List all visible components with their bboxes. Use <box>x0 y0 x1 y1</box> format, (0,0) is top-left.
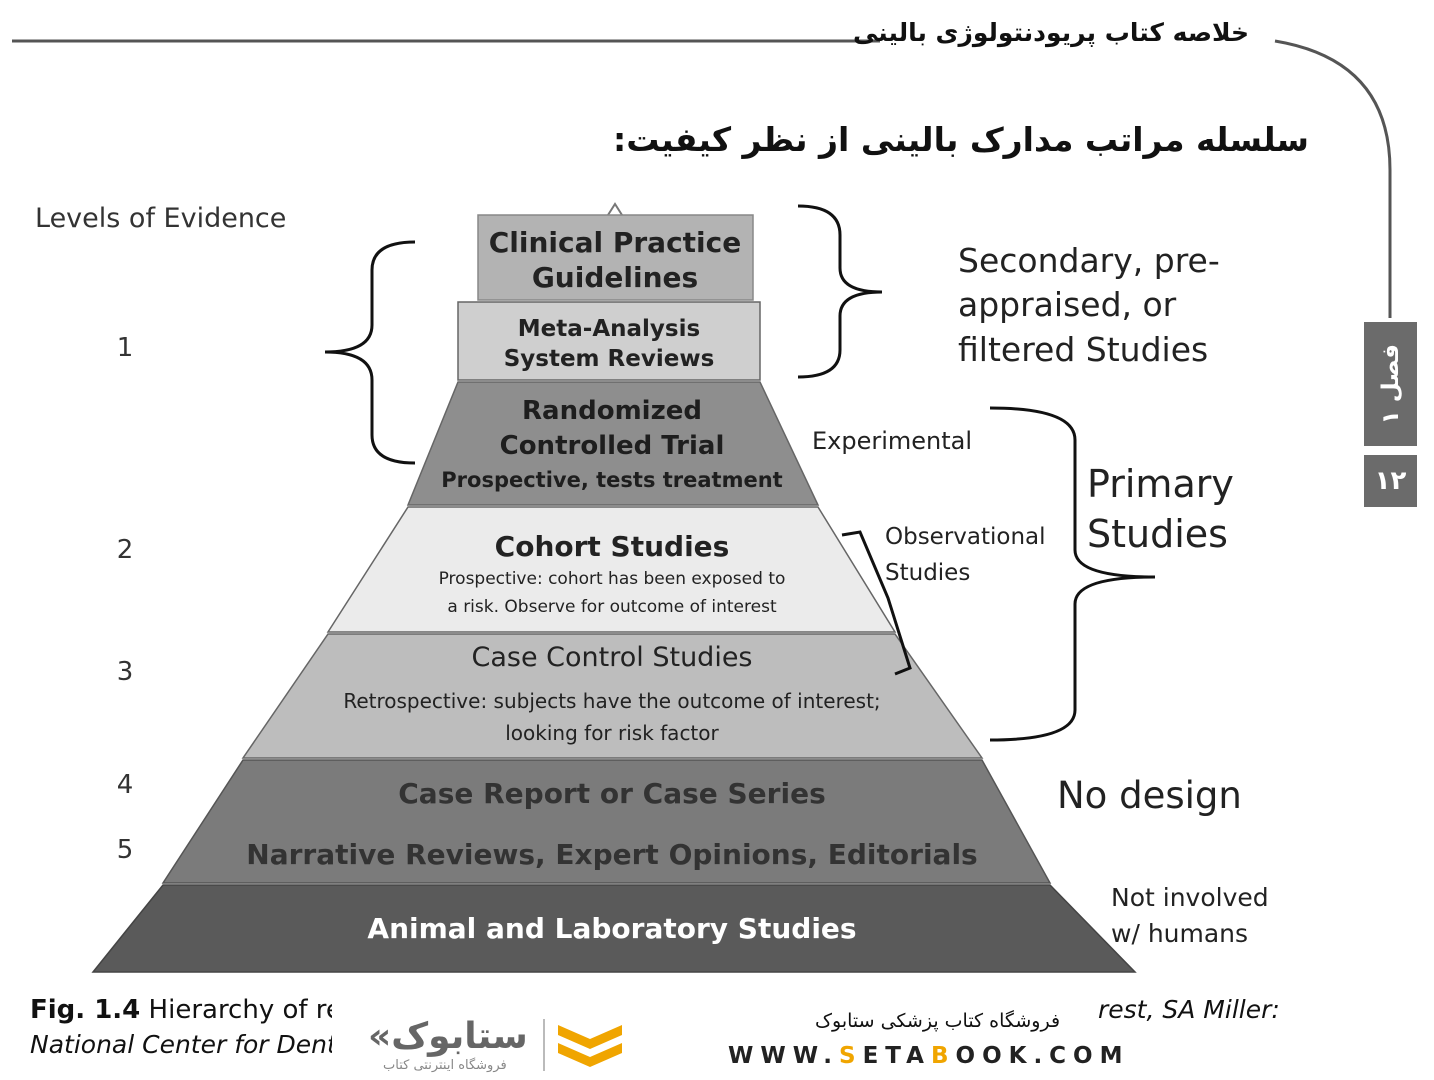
shop-url[interactable]: WWW.SETABOOK.COM <box>728 1043 1130 1069</box>
page-number: ۱۲ <box>1364 455 1417 507</box>
brace-secondary <box>797 204 883 379</box>
tier-label: Randomized <box>522 396 702 426</box>
secondary-label: Secondary, pre- <box>958 241 1220 280</box>
level-number: 3 <box>117 657 134 687</box>
tier-sublabel: Prospective: cohort has been exposed to <box>439 569 786 589</box>
setabook-logo: «ستابوک <box>368 1016 528 1057</box>
tier-animal <box>91 884 1137 973</box>
caption-text: Hierarchy of res <box>148 995 356 1025</box>
levels-heading: Levels of Evidence <box>35 203 286 234</box>
observational-label: Observational <box>885 524 1046 550</box>
url-part: B <box>930 1043 956 1069</box>
secondary-label: appraised, or <box>958 285 1177 324</box>
tier-sublabel: Retrospective: subjects have the outcome… <box>343 689 880 713</box>
shop-name: فروشگاه کتاب پزشکی ستابوک <box>815 1010 1061 1032</box>
primary-label: Primary <box>1087 462 1234 506</box>
url-part: OOK.COM <box>955 1043 1130 1069</box>
tier-rct <box>406 381 820 506</box>
tier-clinical-guidelines <box>477 214 754 301</box>
tier-label: Controlled Trial <box>500 431 725 461</box>
level-number: 4 <box>117 770 134 800</box>
tier-sublabel: looking for risk factor <box>505 721 719 745</box>
primary-label: Studies <box>1087 512 1228 556</box>
tier-label: Cohort Studies <box>495 530 730 563</box>
tier-label: Clinical Practice <box>489 226 742 259</box>
experimental-label: Experimental <box>812 427 972 455</box>
tier-cohort <box>326 506 897 633</box>
tier-label: Meta-Analysis <box>518 316 700 342</box>
tier-label: Narrative Reviews, Expert Opinions, Edit… <box>246 838 977 871</box>
observational-label: Studies <box>885 560 970 586</box>
brace-observational <box>841 530 912 676</box>
level-number: 1 <box>117 333 134 363</box>
not-involved-label: w/ humans <box>1111 919 1248 948</box>
section-heading: سلسله مراتب مدارک بالینی از نظر کیفیت: <box>613 120 1309 159</box>
level-number: 2 <box>117 535 134 565</box>
tier-label: System Reviews <box>504 346 715 372</box>
url-part: S <box>838 1043 863 1069</box>
apex-mark <box>607 202 623 216</box>
figure-caption: Fig. 1.4 Hierarchy of res <box>30 995 355 1025</box>
tier-label: Animal and Laboratory Studies <box>367 912 856 945</box>
brace-level-1 <box>324 240 416 465</box>
tier-label: Case Report or Case Series <box>398 777 825 810</box>
tier-sublabel: Prospective, tests treatment <box>441 468 782 492</box>
caption-text-right: rest, SA Miller: <box>1098 995 1280 1024</box>
tier-no-design <box>161 759 1052 884</box>
figure-number: Fig. 1.4 <box>30 995 141 1025</box>
tier-case-control <box>241 633 984 759</box>
tier-meta-analysis <box>457 301 761 381</box>
watermark-banner <box>332 990 1098 1080</box>
chapter-tab: فصل ۱ <box>1364 322 1417 446</box>
level-number: 5 <box>117 835 134 865</box>
url-part: ETA <box>862 1043 931 1069</box>
caption-line-2: National Center for Dental <box>30 1030 360 1059</box>
secondary-label: filtered Studies <box>958 330 1208 369</box>
book-logo-icon <box>543 1019 622 1071</box>
brace-primary <box>989 406 1156 742</box>
not-involved-label: Not involved <box>1111 883 1269 912</box>
setabook-logo-subtitle: فروشگاه اینترنتی کتاب <box>383 1058 507 1073</box>
chapter-label: فصل ۱ <box>1377 343 1404 425</box>
tier-sublabel: a risk. Observe for outcome of interest <box>447 597 777 617</box>
no-design-label: No design <box>1057 774 1242 817</box>
header-rule <box>12 39 1392 318</box>
book-title: خلاصه کتاب پریودنتولوژی بالینی <box>852 18 1249 47</box>
url-part: WWW. <box>728 1043 839 1069</box>
evidence-pyramid-figure: Levels of Evidence 1 2 3 4 5 Clinical Pr… <box>35 202 1269 973</box>
tier-label: Case Control Studies <box>472 642 753 673</box>
tier-label: Guidelines <box>532 261 698 294</box>
